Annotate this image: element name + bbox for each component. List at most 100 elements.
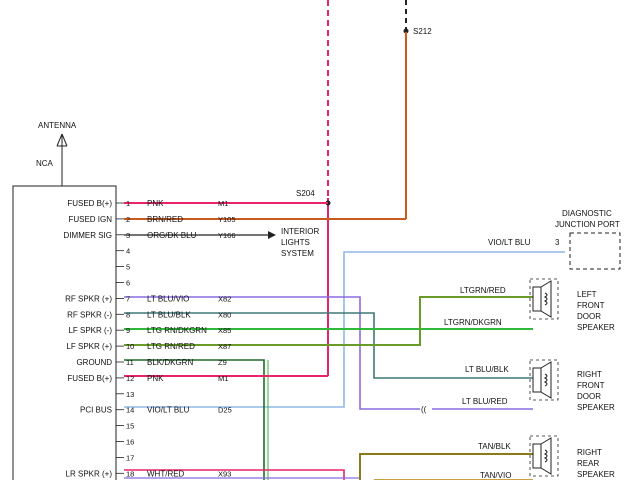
diagnostic-port-title-1: DIAGNOSTIC [562, 209, 612, 218]
speaker-part [532, 367, 542, 393]
pin-wire-color: BLK/DKGRN [147, 358, 193, 367]
pin-function-label: FUSED B(+) [67, 374, 112, 383]
pin-number: 12 [126, 374, 134, 383]
pin-number: 7 [126, 294, 130, 303]
speaker-part [543, 292, 548, 306]
antenna-label: ANTENNA [38, 121, 77, 130]
pin-function-label: FUSED B(+) [67, 199, 112, 208]
rr-label-2: REAR [577, 459, 599, 468]
rf-label-1: RIGHT [577, 370, 602, 379]
rf-wire-top: LT BLU/BLK [465, 365, 509, 374]
pin-number: 11 [126, 358, 134, 367]
wire-pin11-ground [124, 359, 265, 480]
interior-lights-line-2: LIGHTS [281, 238, 310, 247]
pin-function-label: FUSED IGN [68, 215, 112, 224]
pin-number: 13 [126, 390, 134, 399]
speaker-part [543, 449, 548, 463]
speaker-connector-outline [529, 435, 559, 477]
splice-s212-label: S212 [413, 27, 432, 36]
pin-circuit-code: D25 [218, 406, 232, 415]
pin-circuit-code: Z9 [218, 358, 227, 367]
wire-pin18-wht-red [124, 469, 345, 480]
pin-circuit-code: X93 [218, 469, 231, 478]
arrow-icon [268, 231, 276, 239]
connector-symbol-icon: (( [421, 405, 427, 414]
antenna-icon [56, 133, 68, 186]
pin-circuit-code: M1 [218, 199, 228, 208]
pin-function-label: RF SPKR (+) [65, 294, 112, 303]
speaker-part [540, 437, 552, 475]
pin-wire-color: PNK [147, 199, 164, 208]
pin-function-label: LF SPKR (-) [68, 326, 112, 335]
pin-number: 8 [126, 310, 130, 319]
pin-number: 3 [126, 231, 130, 240]
pin-function-label: LF SPKR (+) [66, 342, 112, 351]
pin-number: 17 [126, 453, 134, 462]
pin-number: 16 [126, 438, 134, 447]
pin-wire-color: LT BLU/BLK [147, 310, 191, 319]
pin-circuit-code: M1 [218, 374, 228, 383]
pin-wire-color: PNK [147, 374, 164, 383]
pin-function-label: PCI BUS [80, 406, 112, 415]
pin-circuit-code: X82 [218, 294, 231, 303]
pin-wire-color: VIO/LT BLU [147, 406, 190, 415]
pin-number: 6 [126, 279, 130, 288]
interior-lights-line-1: INTERIOR [281, 227, 319, 236]
pin-wire-color: LT BLU/VIO [147, 294, 189, 303]
pin-number: 10 [126, 342, 134, 351]
pin-wire-color: WHT/RED [147, 469, 185, 478]
wire-pin7-ltblu-vio [124, 296, 420, 410]
pin-function-label: DIMMER SIG [64, 231, 112, 240]
pin-number: 1 [126, 199, 130, 208]
left-front-speaker-icon [529, 278, 559, 320]
wire-pin10-ltgrn-red [124, 296, 533, 346]
pin-circuit-code: X80 [218, 310, 231, 319]
splice-s204-label: S204 [296, 189, 315, 198]
pin-function-label: RF SPKR (-) [67, 310, 112, 319]
pin-function-label: GROUND [76, 358, 112, 367]
antenna-nca-label: NCA [36, 159, 54, 168]
rr-label-3: SPEAKER [577, 470, 615, 479]
pin-wire-color: ORG/DK BLU [147, 231, 197, 240]
diagnostic-port-wire: VIO/LT BLU [488, 238, 531, 247]
lf-label-1: LEFT [577, 290, 597, 299]
speaker-connector-outline [529, 359, 559, 401]
lf-label-3: DOOR [577, 312, 601, 321]
wire-rr-tan-blk [359, 453, 533, 480]
lf-wire-top: LTGRN/RED [460, 286, 506, 295]
speaker-part [543, 373, 548, 387]
rf-label-3: DOOR [577, 392, 601, 401]
pin-number: 5 [126, 263, 130, 272]
rr-wire-top: TAN/BLK [478, 442, 511, 451]
diagnostic-port-pin: 3 [555, 238, 560, 247]
pin-wire-color: LTG RN/RED [147, 342, 195, 351]
lf-wire-bottom: LTGRN/DKGRN [444, 318, 502, 327]
diagnostic-port-box [569, 232, 621, 270]
pin-wire-color: LTG RN/DKGRN [147, 326, 207, 335]
rf-wire-bottom: LT BLU/RED [462, 397, 508, 406]
interior-lights-line-3: SYSTEM [281, 249, 314, 258]
lf-label-4: SPEAKER [577, 323, 615, 332]
splice-s212-dot [403, 28, 409, 34]
pin-function-label: LR SPKR (+) [66, 469, 113, 478]
lf-label-2: FRONT [577, 301, 605, 310]
pin-circuit-code: Y105 [218, 215, 236, 224]
rf-label-4: SPEAKER [577, 403, 615, 412]
pin-number: 9 [126, 326, 130, 335]
pin-wire-color: BRN/RED [147, 215, 183, 224]
rr-wire-bottom: TAN/VIO [480, 471, 511, 480]
speaker-part [540, 361, 552, 399]
speaker-part [532, 443, 542, 469]
pin-number: 4 [126, 247, 130, 256]
pin-circuit-code: X85 [218, 326, 231, 335]
rr-label-1: RIGHT [577, 448, 602, 457]
right-rear-speaker-icon [529, 435, 559, 477]
pin-number: 14 [126, 406, 134, 415]
rf-label-2: FRONT [577, 381, 605, 390]
speaker-connector-outline [529, 278, 559, 320]
pin-circuit-code: Y166 [218, 231, 236, 240]
speaker-part [532, 286, 542, 312]
diagnostic-port-title-2: JUNCTION PORT [555, 220, 620, 229]
